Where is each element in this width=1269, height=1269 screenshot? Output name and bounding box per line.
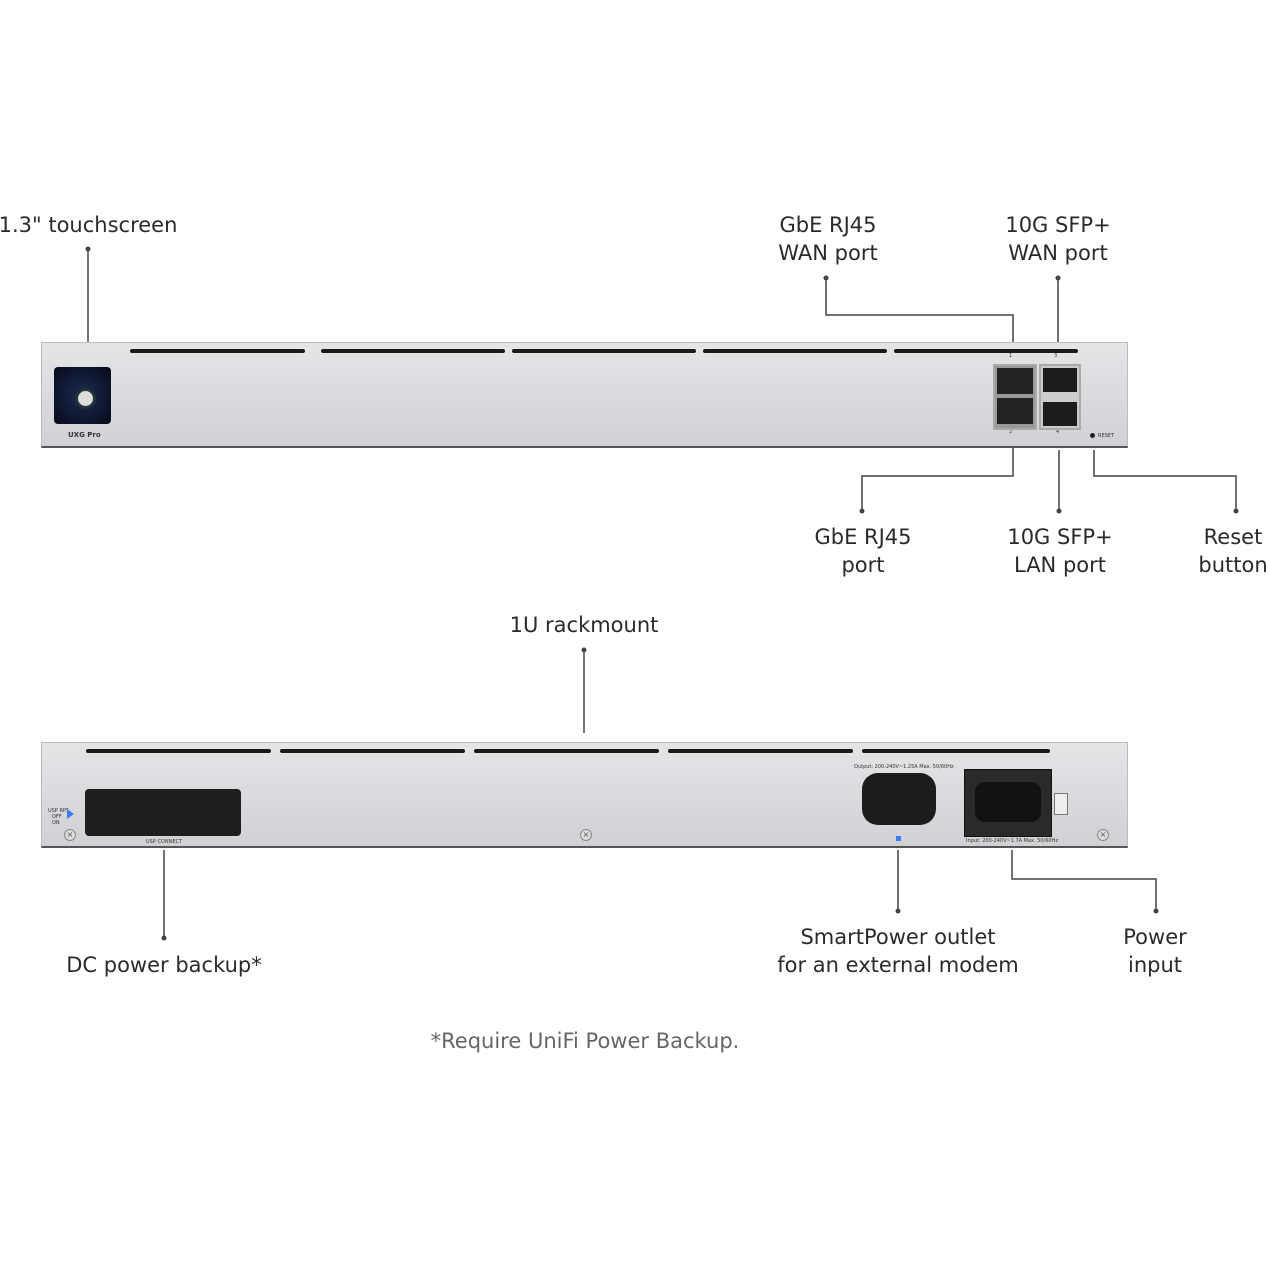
usp-connect-label: USP CONNECT	[146, 839, 183, 845]
reset-button[interactable]	[1090, 433, 1095, 438]
front-panel: UXG Pro 1 2 3 4 RESET	[41, 342, 1128, 448]
vent	[86, 749, 271, 753]
back-panel: USP RPS OFF ON USP CONNECT × × × Output:…	[41, 742, 1128, 848]
sfp-wan-port[interactable]	[1043, 368, 1077, 392]
vent	[862, 749, 1050, 753]
label-smartpower-line1: SmartPower outlet	[800, 925, 996, 949]
on-label: ON	[52, 820, 60, 826]
port-number-3: 3	[1054, 353, 1058, 359]
vent	[130, 349, 305, 353]
label-reset-line2: button	[1198, 553, 1268, 577]
label-rackmount: 1U rackmount	[509, 613, 659, 637]
port-number-2: 2	[1009, 429, 1013, 435]
touchscreen-center-button[interactable]	[75, 388, 96, 409]
footnote: *Require UniFi Power Backup.	[430, 1029, 740, 1053]
label-gbe-port-line1: GbE RJ45	[814, 525, 912, 549]
smartpower-outlet[interactable]	[862, 773, 936, 825]
leader-gbe-wan	[825, 278, 1014, 345]
vent	[474, 749, 659, 753]
rj45-port-group	[993, 364, 1037, 430]
port-number-1: 1	[1009, 353, 1013, 359]
model-label: UXG Pro	[68, 431, 101, 439]
label-touchscreen: 1.3" touchscreen	[0, 213, 178, 237]
label-gbe-port-line2: port	[841, 553, 885, 577]
label-sfp-wan-line1: 10G SFP+	[1005, 213, 1111, 237]
power-cord-lock[interactable]	[1054, 793, 1068, 815]
screw-icon: ×	[64, 829, 76, 841]
label-sfp-wan-line2: WAN port	[1008, 241, 1108, 265]
vent	[894, 349, 1078, 353]
label-dc-backup: DC power backup*	[66, 953, 262, 977]
vent	[512, 349, 696, 353]
vent	[703, 349, 887, 353]
vent	[321, 349, 505, 353]
usp-switch[interactable]	[67, 809, 74, 819]
reset-label: RESET	[1098, 433, 1115, 439]
usp-dc-connector[interactable]	[85, 789, 241, 836]
label-smartpower-line2: for an external modem	[777, 953, 1019, 977]
leader-power	[1011, 850, 1157, 911]
rj45-port[interactable]	[997, 398, 1033, 424]
vent	[280, 749, 465, 753]
power-input-socket[interactable]	[964, 769, 1052, 837]
label-gbe-wan-line2: WAN port	[778, 241, 878, 265]
label-sfp-lan-line2: LAN port	[1014, 553, 1106, 577]
label-gbe-wan-line1: GbE RJ45	[779, 213, 877, 237]
leader-reset	[1093, 450, 1237, 511]
sfp-port-group	[1039, 364, 1081, 430]
label-power-line1: Power	[1123, 925, 1187, 949]
input-rating: Input: 200-240V~1.7A Max. 50/60Hz	[966, 838, 1058, 844]
vent	[668, 749, 853, 753]
rj45-wan-port[interactable]	[997, 368, 1033, 394]
sfp-lan-port[interactable]	[1043, 402, 1077, 426]
label-sfp-lan-line1: 10G SFP+	[1007, 525, 1113, 549]
off-label: OFF	[52, 814, 62, 820]
port-number-4: 4	[1056, 429, 1060, 435]
label-power-line2: input	[1127, 953, 1183, 977]
screw-icon: ×	[580, 829, 592, 841]
output-rating: Output: 200-240V~1.25A Max. 50/60Hz	[854, 764, 954, 770]
screw-icon: ×	[1097, 829, 1109, 841]
usp-rps-label: USP RPS	[48, 808, 70, 814]
smartpower-led	[896, 836, 901, 841]
label-reset-line1: Reset	[1203, 525, 1263, 549]
touchscreen[interactable]	[54, 367, 111, 424]
